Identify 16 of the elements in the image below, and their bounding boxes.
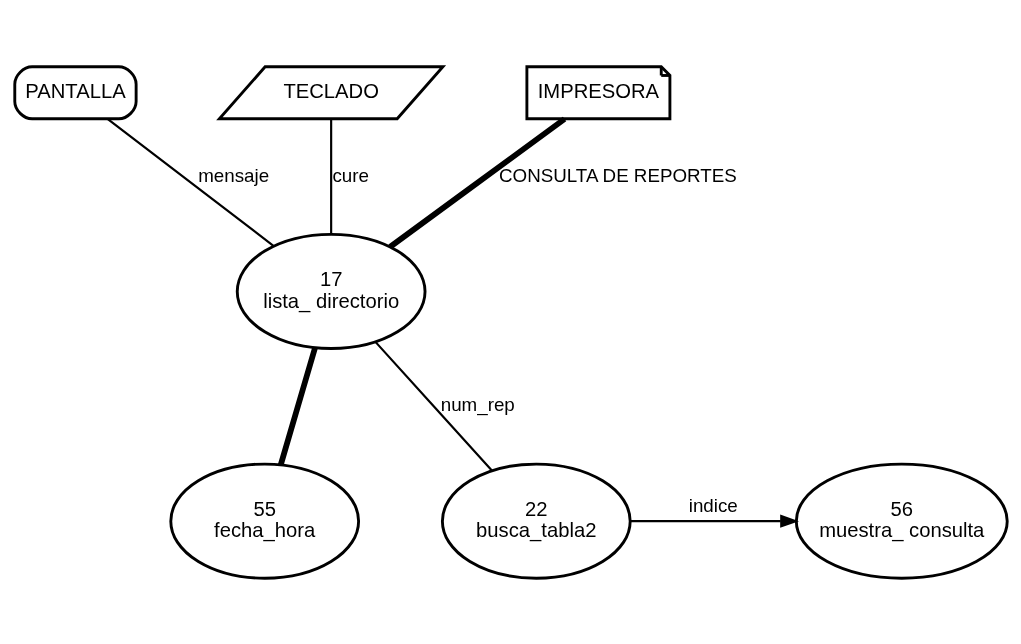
connector: [277, 346, 318, 466]
edge-label: CONSULTA DE REPORTES: [498, 164, 737, 186]
connector: [374, 340, 493, 471]
edge-label: indice: [688, 494, 738, 516]
node-ellipse: 17 lista_ directorio: [235, 232, 426, 350]
node-box: PANTALLA: [12, 64, 138, 120]
connector: [387, 116, 566, 249]
edge-label: mensaje: [197, 164, 269, 186]
connector: [329, 118, 332, 234]
edge-label: num_rep: [440, 393, 515, 415]
edge-label: cure: [331, 164, 369, 186]
node-ellipse: 55 fecha_hora: [168, 462, 360, 580]
node-ellipse: 22 busca_tabla2: [440, 462, 632, 580]
arrow: [629, 514, 799, 528]
connector: [106, 117, 274, 247]
node-ellipse: 56 muestra_ consulta: [794, 462, 1009, 580]
